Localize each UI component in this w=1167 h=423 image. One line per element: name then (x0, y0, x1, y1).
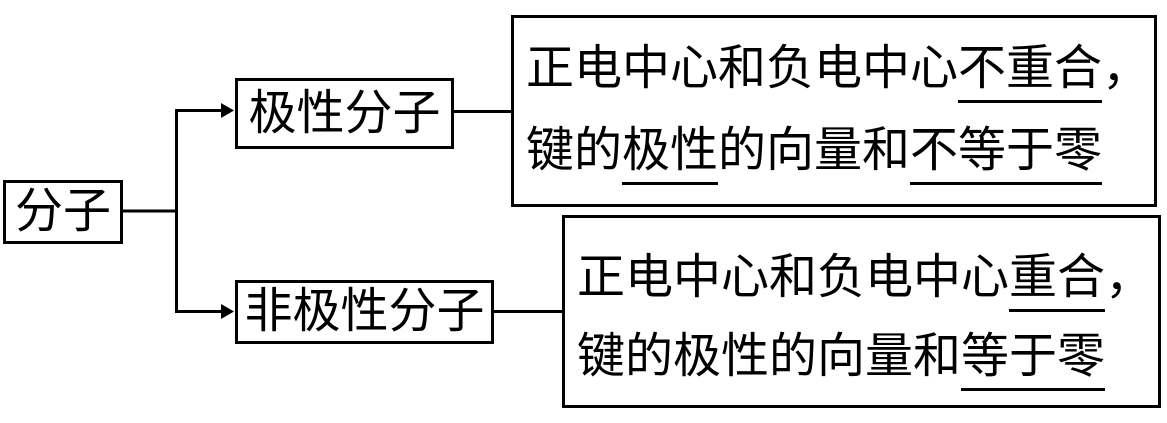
plain-text: 正电中心和负电中心 (526, 42, 959, 95)
plain-text: 键的极性的向量和 (577, 330, 962, 383)
node-nonpolar-molecule: 非极性分子 (235, 280, 494, 344)
underlined-text: 不重合 (958, 42, 1103, 103)
node-label: 分子 (14, 185, 111, 238)
underlined-text: 极性 (622, 124, 719, 185)
node-polar-molecule: 极性分子 (235, 78, 454, 149)
desc-polar-molecule: 正电中心和负电中心不重合， 键的极性的向量和不等于零 (511, 15, 1157, 207)
underlined-text: 重合 (1009, 251, 1106, 312)
plain-text: 正电中心和负电中心 (577, 251, 1010, 304)
plain-text: ， (1102, 42, 1151, 95)
plain-text: 的向量和 (718, 124, 911, 177)
desc-nonpolar-molecule: 正电中心和负电中心重合， 键的极性的向量和等于零 (562, 215, 1161, 408)
node-label: 极性分子 (248, 86, 441, 140)
plain-text: 键的 (526, 124, 623, 177)
arrow-right-icon (221, 304, 234, 319)
node-label: 非极性分子 (244, 285, 485, 338)
desc-line: 键的极性的向量和等于零 (577, 317, 1158, 396)
underlined-text: 等于零 (961, 330, 1106, 391)
arrow-right-icon (221, 103, 234, 118)
desc-line: 键的极性的向量和不等于零 (526, 110, 1154, 192)
desc-line: 正电中心和负电中心重合， (577, 238, 1158, 317)
node-molecule: 分子 (3, 180, 123, 244)
underlined-text: 不等于零 (910, 124, 1103, 185)
plain-text: ， (1105, 251, 1154, 304)
desc-line: 正电中心和负电中心不重合， (526, 28, 1154, 110)
